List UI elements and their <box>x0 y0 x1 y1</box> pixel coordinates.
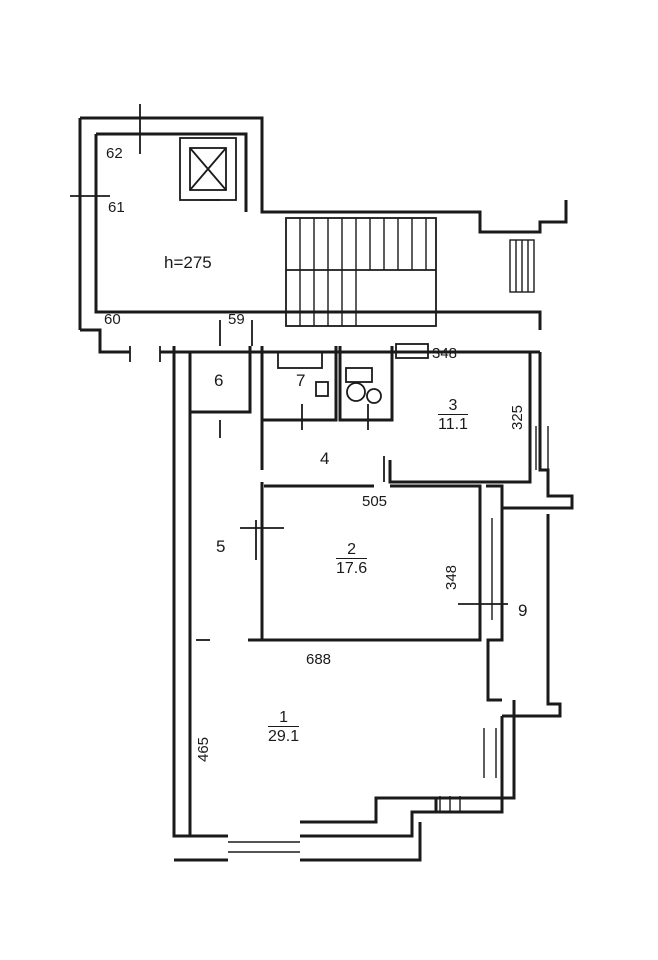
dimension-label: 325 <box>509 404 526 430</box>
window-icon <box>228 426 549 853</box>
room-area: 17.6 <box>336 558 368 577</box>
room-number: 2 <box>347 541 357 558</box>
bathtub-icon <box>277 351 323 369</box>
dimension-label: 688 <box>306 651 332 668</box>
dimension-label: 348 <box>443 564 460 590</box>
room-3-label: 3 11.1 <box>438 398 468 433</box>
room-area: 29.1 <box>268 726 300 745</box>
room-7-label: 7 <box>296 371 306 390</box>
room-9-label: 9 <box>518 601 528 620</box>
room-6-label: 6 <box>214 371 224 390</box>
dimension-label: 465 <box>195 736 212 762</box>
wall-mark-62: 62 <box>106 145 123 162</box>
room-1-label: 1 29.1 <box>268 709 300 745</box>
wall-mark-60: 60 <box>104 311 121 328</box>
toilet-icon <box>345 367 382 404</box>
elevator-icon <box>179 137 237 201</box>
sink-icon <box>315 381 329 397</box>
room-4-label: 4 <box>320 449 330 468</box>
window-icon <box>509 239 535 293</box>
room-number: 3 <box>448 397 458 414</box>
dimension-label: 505 <box>362 493 388 510</box>
stairwell-block <box>78 116 568 354</box>
staircase-icon <box>285 217 437 327</box>
ceiling-height-label: h=275 <box>164 253 212 272</box>
room-number: 1 <box>279 709 289 726</box>
dimension-label: 348 <box>432 345 458 362</box>
room-2-label: 2 17.6 <box>336 541 368 577</box>
stove-icon <box>395 343 429 359</box>
wall-mark-59: 59 <box>228 311 245 328</box>
room-5-label: 5 <box>216 537 226 556</box>
apartment-walls <box>70 104 574 862</box>
wall-mark-61: 61 <box>108 199 125 216</box>
room-area: 11.1 <box>438 414 468 433</box>
